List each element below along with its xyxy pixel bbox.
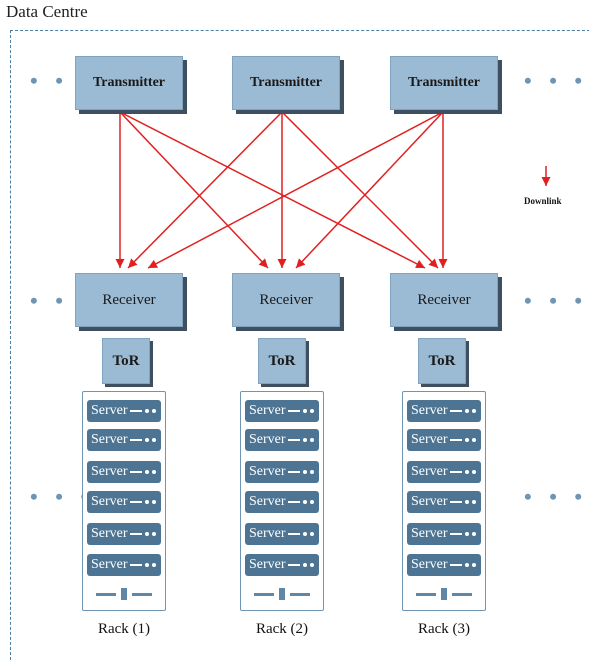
receiver-2: Receiver (232, 273, 340, 327)
rack-base (254, 588, 310, 600)
arrow-t3-r1 (147, 111, 444, 269)
server: Server (407, 491, 481, 513)
tor-switch-1: ToR (102, 338, 150, 384)
tor-switch-3: ToR (418, 338, 466, 384)
arrow-t2-r1 (127, 111, 283, 269)
server: Server (407, 461, 481, 483)
ellipsis-left-transmitters: • • • (30, 68, 95, 93)
rack-base (96, 588, 152, 600)
transmitter-3: Transmitter (390, 56, 498, 110)
server: Server (245, 400, 319, 422)
rack-label-2: Rack (2) (255, 621, 309, 637)
ellipsis-right-receivers: • • • (524, 288, 589, 313)
server: Server (87, 429, 161, 451)
server: Server (87, 523, 161, 545)
rack-label-1: Rack (1) (97, 621, 151, 637)
tor-switch-2: ToR (258, 338, 306, 384)
server: Server (245, 429, 319, 451)
server: Server (407, 554, 481, 576)
server: Server (245, 461, 319, 483)
server: Server (407, 429, 481, 451)
receiver-1: Receiver (75, 273, 183, 327)
ellipsis-right-racks: • • • (524, 484, 589, 509)
ellipsis-left-receivers: • • • (30, 288, 95, 313)
server: Server (407, 523, 481, 545)
arrow-t2-r3 (281, 111, 439, 269)
transmitter-1: Transmitter (75, 56, 183, 110)
server: Server (87, 554, 161, 576)
server: Server (245, 523, 319, 545)
diagram-title: Data Centre (6, 2, 88, 21)
server: Server (87, 400, 161, 422)
rack-2: Server Server Server Server Server Serve… (240, 391, 324, 611)
rack-base (416, 588, 472, 600)
server: Server (245, 491, 319, 513)
receiver-3: Receiver (390, 273, 498, 327)
downlink-legend-label: Downlink (524, 196, 562, 206)
arrow-t1-r2 (119, 111, 269, 269)
arrow-t3-r2 (295, 111, 444, 269)
rack-3: Server Server Server Server Server Serve… (402, 391, 486, 611)
data-centre-boundary (10, 30, 589, 660)
server: Server (245, 554, 319, 576)
transmitter-2: Transmitter (232, 56, 340, 110)
server: Server (407, 400, 481, 422)
rack-1: Server Server Server Server Server Serve… (82, 391, 166, 611)
arrow-t1-r3 (119, 111, 426, 269)
server: Server (87, 491, 161, 513)
server: Server (87, 461, 161, 483)
ellipsis-right-transmitters: • • • (524, 68, 589, 93)
ellipsis-left-racks: • • • (30, 484, 95, 509)
rack-label-3: Rack (3) (417, 621, 471, 637)
